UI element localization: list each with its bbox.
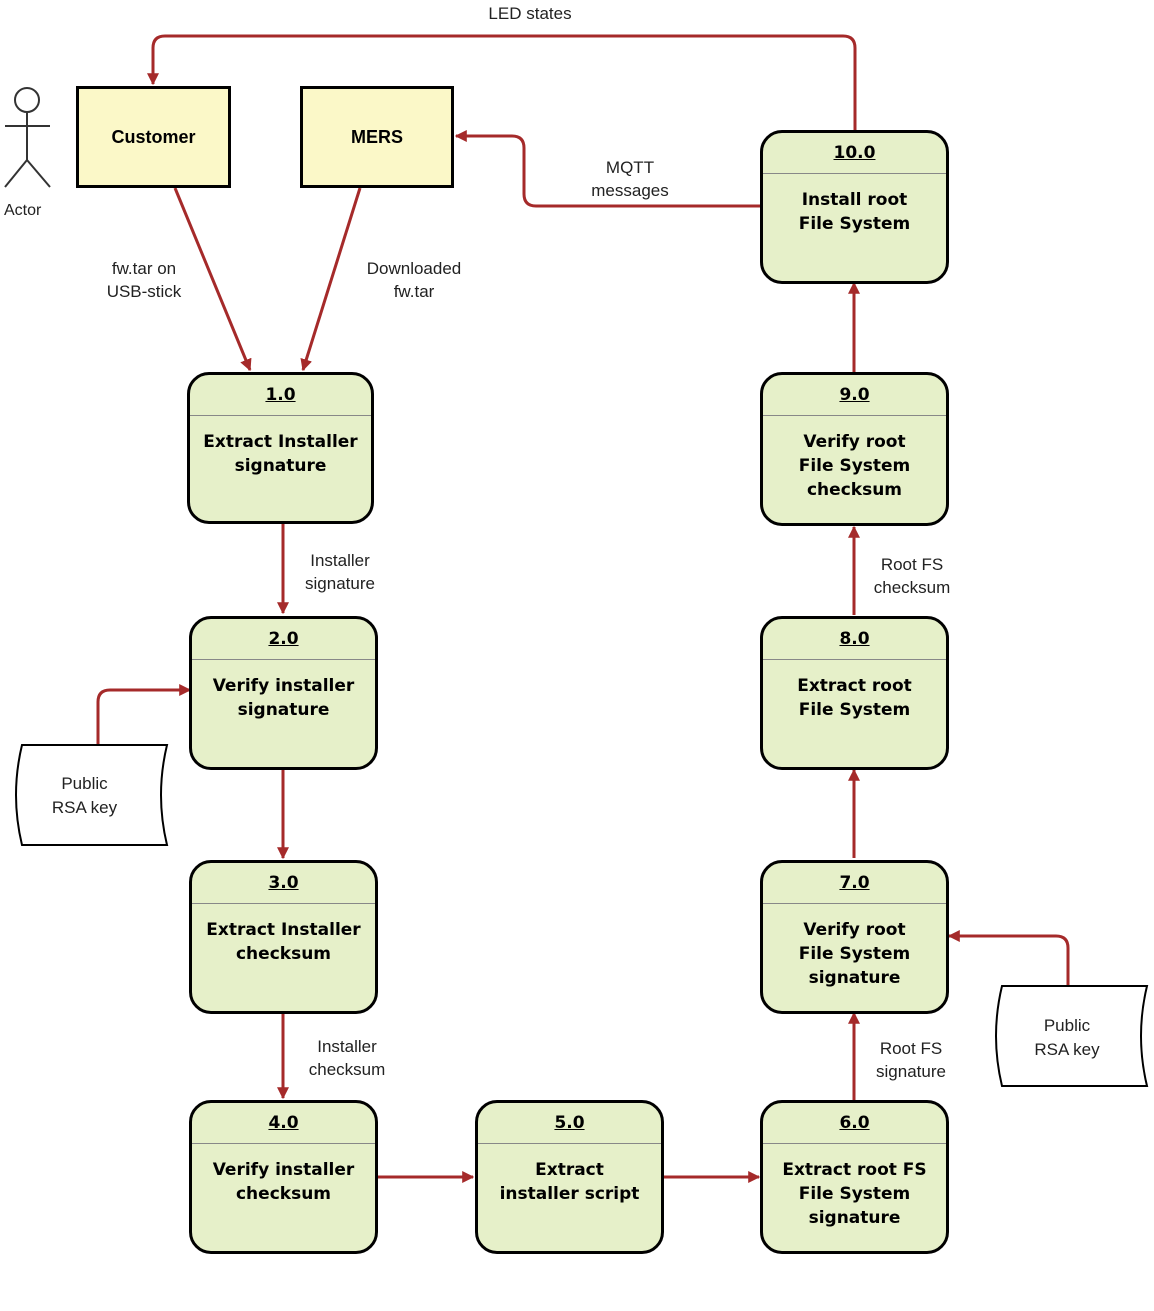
data-store-right-shape (995, 985, 1149, 1087)
process-6: 6.0 Extract root FS File System signatur… (760, 1100, 949, 1254)
process-label: Install root File System (798, 190, 911, 234)
process-10: 10.0 Install root File System (760, 130, 949, 284)
process-8: 8.0 Extract root File System (760, 616, 949, 770)
flow-label-mqtt: MQTT messages (591, 158, 669, 200)
process-id: 3.0 (192, 863, 375, 904)
process-label: Extract Installer signature (203, 432, 358, 476)
process-id: 7.0 (763, 863, 946, 904)
flow-label-installer-checksum: Installer checksum (308, 1037, 386, 1079)
arrow-led-states (147, 34, 857, 130)
process-label: Verify installer signature (212, 676, 355, 720)
entity-customer: Customer (76, 86, 231, 188)
process-id: 9.0 (763, 375, 946, 416)
flow-label-downloaded: Downloaded fw.tar (366, 259, 462, 301)
flow-label-rootfs-signature: Root FS signature (876, 1039, 946, 1081)
process-id: 1.0 (190, 375, 371, 416)
process-id: 2.0 (192, 619, 375, 660)
process-id: 8.0 (763, 619, 946, 660)
process-label: Verify installer checksum (212, 1160, 355, 1204)
process-label: Extract root FS File System signature (782, 1160, 927, 1228)
process-5: 5.0 Extract installer script (475, 1100, 664, 1254)
arrow-mqtt (454, 130, 760, 208)
process-label: Verify root File System signature (798, 920, 911, 988)
actor-figure (4, 87, 51, 188)
process-3: 3.0 Extract Installer checksum (189, 860, 378, 1014)
flow-label-usb: fw.tar on USB-stick (106, 259, 182, 301)
arrow-key-to-7 (947, 930, 1070, 986)
store-label: Public RSA key (51, 774, 118, 817)
flow-label-led-states: LED states (470, 2, 590, 25)
process-id: 4.0 (192, 1103, 375, 1144)
store-label: Public RSA key (1034, 1016, 1100, 1059)
process-4: 4.0 Verify installer checksum (189, 1100, 378, 1254)
process-2: 2.0 Verify installer signature (189, 616, 378, 770)
process-9: 9.0 Verify root File System checksum (760, 372, 949, 526)
arrow-key-to-2 (96, 684, 192, 745)
process-label: Extract root File System (797, 676, 912, 720)
flow-label-rootfs-checksum: Root FS checksum (873, 555, 951, 597)
data-store-left (15, 744, 169, 846)
process-1: 1.0 Extract Installer signature (187, 372, 374, 524)
arrow-usb (173, 187, 252, 372)
arrow-downloaded (300, 187, 362, 372)
process-id: 5.0 (478, 1103, 661, 1144)
process-label: Extract installer script (499, 1160, 640, 1204)
process-id: 10.0 (763, 133, 946, 174)
actor-label: Actor (4, 202, 42, 219)
flow-label-installer-signature: Installer signature (305, 551, 375, 593)
process-7: 7.0 Verify root File System signature (760, 860, 949, 1014)
entity-mers: MERS (300, 86, 454, 188)
process-id: 6.0 (763, 1103, 946, 1144)
process-label: Verify root File System checksum (798, 432, 911, 500)
process-label: Extract Installer checksum (206, 920, 361, 964)
